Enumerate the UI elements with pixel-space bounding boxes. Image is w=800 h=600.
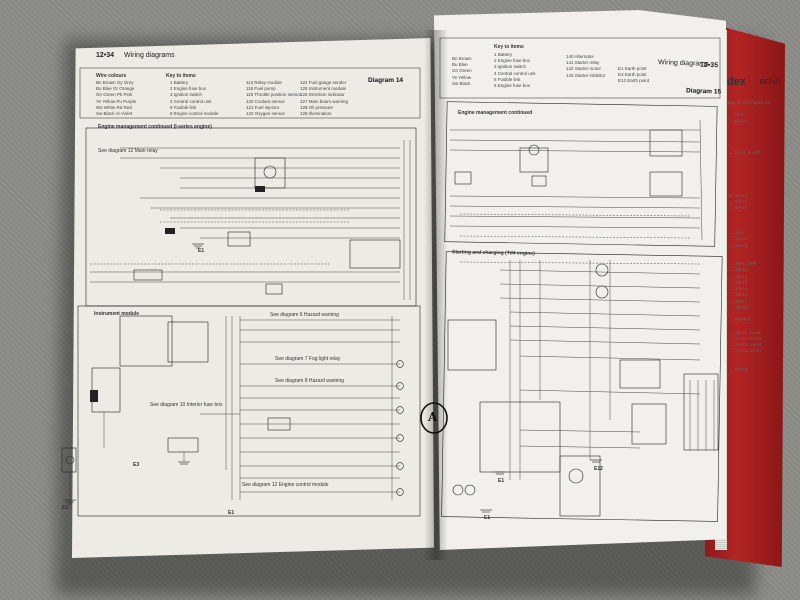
left-section-1-title: Engine management continued (I-series en… — [98, 124, 212, 130]
ref-label-hazard-2: See diagram 8 Hazard warning — [275, 378, 344, 384]
index-page-ref: REF•27 — [760, 80, 781, 86]
ref-label-interior-fuse: See diagram 10 Interior fuse box — [150, 402, 223, 408]
right-section-1-title: Engine management continued — [458, 110, 533, 116]
earth-label-1: E1 — [198, 248, 205, 254]
ref-label-hazard: See diagram 6 Hazard warning — [270, 312, 339, 318]
ref-label-main-relay: See diagram 12 Main relay — [98, 148, 158, 154]
right-key-heading: Key to items — [494, 44, 524, 50]
right-page — [434, 10, 726, 550]
diagram-14-label: Diagram 14 — [368, 77, 404, 84]
left-header-title: Wiring diagrams — [124, 52, 175, 59]
ref-label-fog: See diagram 7 Fog light relay — [275, 356, 341, 362]
left-key-heading: Key to items — [166, 73, 196, 79]
right-earth-label-2: E12 — [594, 466, 603, 472]
wire-colours-heading: Wire colours — [96, 73, 127, 79]
earth-label-2: E1 — [62, 505, 69, 511]
handwritten-circle-mark — [420, 402, 448, 434]
earth-label-3: E3 — [133, 462, 140, 468]
ref-label-ecm: See diagram 12 Engine control module — [242, 482, 329, 488]
left-page-number: 12•34 — [96, 52, 115, 59]
left-section-2-title: Instrument module — [94, 311, 140, 317]
handwritten-letter: A — [428, 410, 437, 424]
right-earth-label-3: E1 — [484, 515, 491, 521]
earth-label-4: E1 — [228, 510, 235, 516]
book-gutter-shadow — [424, 30, 448, 560]
left-page — [72, 38, 434, 558]
index-page-heading: dex — [727, 76, 746, 88]
right-earth-label-1: E1 — [498, 478, 505, 484]
index-page-text: age 12 of Chapter 2C… 4A•1… 5A•14… 3A•11… — [728, 100, 772, 372]
